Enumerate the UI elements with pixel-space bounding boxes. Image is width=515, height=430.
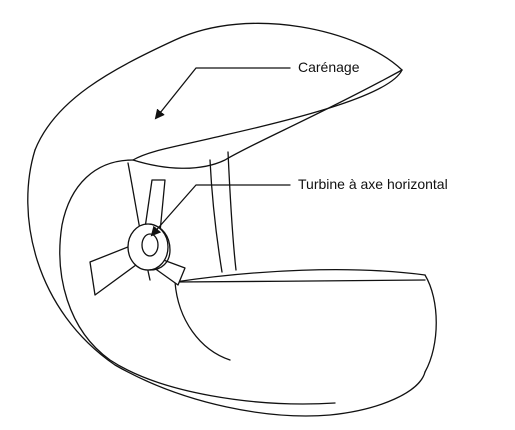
shroud-support-right-2 — [228, 152, 236, 270]
turbine-hub-outer — [128, 224, 168, 270]
shroud-lower-right — [425, 275, 436, 372]
turbine-leader-line — [152, 185, 290, 235]
shroud-lower-fold-bottom — [175, 280, 425, 282]
shroud-outer-upper — [35, 23, 402, 150]
shroud-lower-front — [175, 282, 230, 360]
shroud-label: Carénage — [298, 60, 360, 74]
shroud-upper-fold — [133, 70, 402, 160]
shroud-upper-fold-lower — [133, 70, 402, 168]
shroud-support-right — [210, 160, 222, 272]
turbine-label: Turbine à axe horizontal — [298, 177, 448, 191]
carenage-leader-line — [156, 68, 290, 118]
